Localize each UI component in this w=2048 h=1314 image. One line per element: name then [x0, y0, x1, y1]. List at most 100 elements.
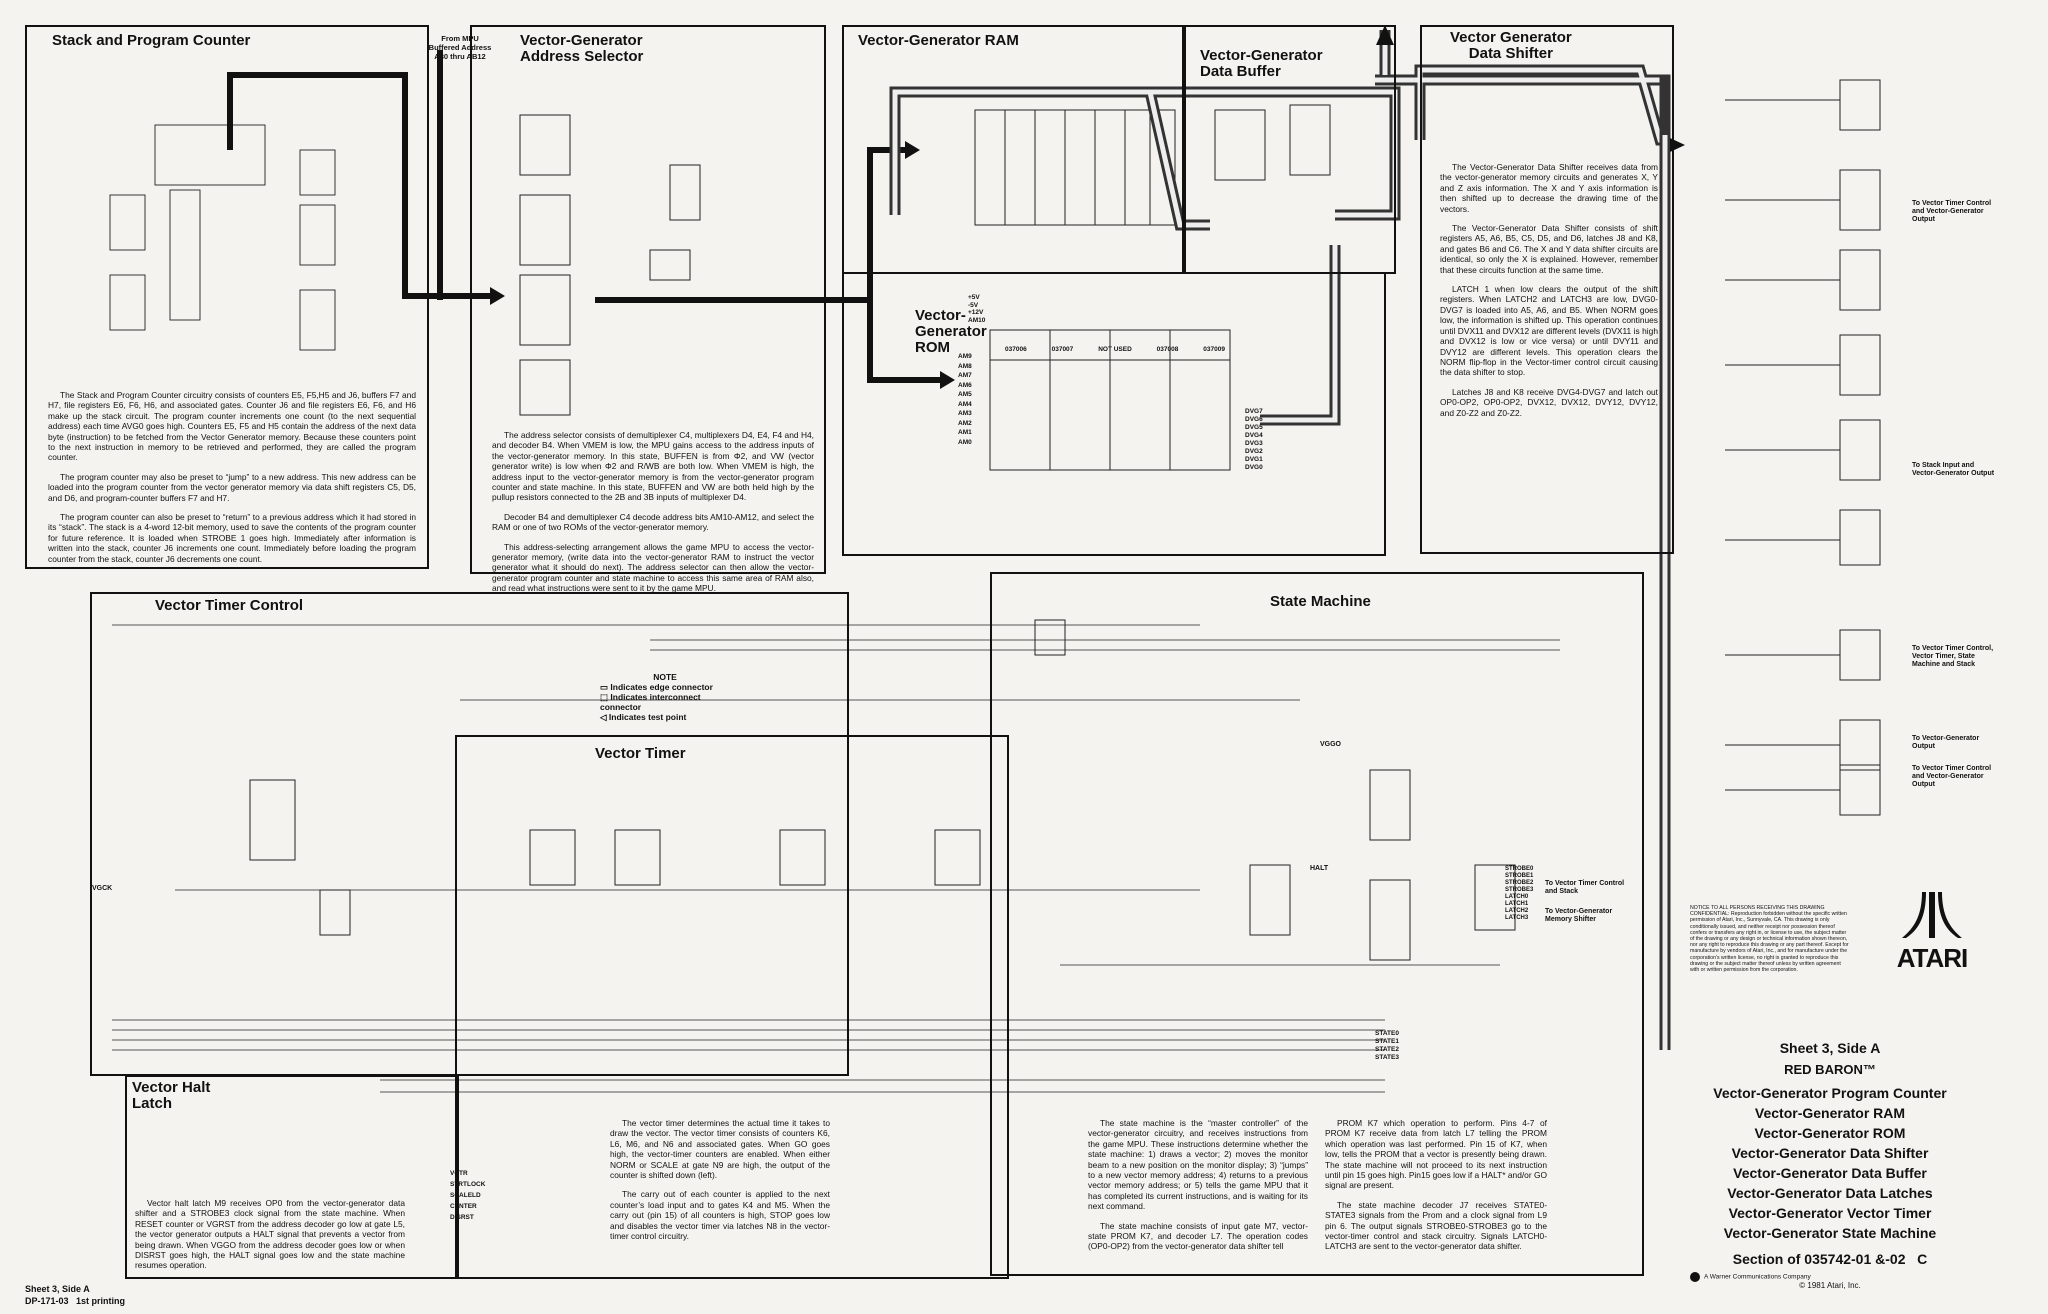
- halt-panel: [125, 1075, 459, 1279]
- rom-supply-label: +5V: [968, 294, 980, 301]
- shifter-title: Vector Generator Data Shifter: [1450, 29, 1572, 62]
- state-output-label: STATE3: [1375, 1054, 1399, 1061]
- dvg-label: DVG2: [1245, 448, 1263, 455]
- footer-sheet: Sheet 3, Side A: [25, 1284, 90, 1294]
- latch-output-label: LATCH3: [1505, 915, 1529, 921]
- halt-output-label: DISRST: [450, 1214, 474, 1221]
- halt-description: Vector halt latch M9 receives OP0 from t…: [135, 1198, 405, 1280]
- halt-output-label: STRTLOCK: [450, 1181, 486, 1188]
- dvg-label: DVG3: [1245, 440, 1263, 447]
- output-label: To Vector Timer Control, Vector Timer, S…: [1912, 645, 1994, 668]
- state-output-label: STATE2: [1375, 1046, 1399, 1053]
- confidential-notice: NOTICE TO ALL PERSONS RECEIVING THIS DRA…: [1690, 905, 1849, 974]
- am-label: AM7: [958, 372, 972, 379]
- legend-item: ◁ Indicates test point: [600, 712, 687, 722]
- pc-to-address-bus: [227, 72, 490, 299]
- state-paragraph: The state machine consists of input gate…: [1088, 1220, 1308, 1252]
- state-machine-description-left: The state machine is the “master control…: [1088, 1118, 1308, 1261]
- am-label: AM9: [958, 353, 972, 360]
- am-label: AM2: [958, 419, 972, 427]
- output-label: To Vector Timer Control and Vector-Gener…: [1912, 765, 1992, 788]
- rom-schematic: [989, 329, 1231, 471]
- halt-label: HALT: [1310, 865, 1329, 872]
- shifter-paragraph: The Vector-Generator Data Shifter receiv…: [1440, 162, 1658, 214]
- interconnect-icon: ⬚: [600, 692, 611, 702]
- legend-title: NOTE: [653, 672, 677, 682]
- state-schematic: [1034, 619, 1516, 961]
- output-label: To Vector-Generator Memory Shifter: [1545, 908, 1613, 923]
- address-paragraph: Decoder B4 and demultiplexer C4 decode a…: [492, 511, 814, 533]
- ram-schematic: [974, 109, 1176, 226]
- halt-paragraph: Vector halt latch M9 receives OP0 from t…: [135, 1198, 405, 1271]
- output-label: To Vector Timer Control and Stack: [1545, 880, 1625, 895]
- am-label: AM4: [958, 400, 972, 408]
- halt-output-label: VCTR: [450, 1170, 468, 1177]
- timer-control-panel: [90, 592, 849, 1076]
- latch-output-label: STROBE0: [1505, 866, 1534, 872]
- dvg-label: DVG1: [1245, 456, 1263, 463]
- output-label: To Vector-Generator Output: [1912, 735, 1980, 750]
- vector-timer-panel: [455, 735, 1009, 1279]
- halt-output-labels: VCTR STRTLOCK SCALELD CENTER DISRST: [450, 1168, 485, 1223]
- buffer-panel: [1182, 25, 1396, 274]
- address-description: The address selector consists of demulti…: [492, 430, 814, 603]
- state-paragraph: The state machine is the “master control…: [1088, 1118, 1308, 1212]
- legend-item: ⬚ Indicates interconnect connector: [600, 692, 701, 712]
- am-label: AM6: [958, 381, 972, 389]
- legend-box: NOTE ▭ Indicates edge connector ⬚ Indica…: [600, 672, 730, 722]
- title-line: Vector-Generator State Machine: [1723, 1225, 1937, 1241]
- stack-panel: [25, 25, 429, 569]
- rom-part-labels: 037006 037007 NOT USED 037008 037009: [1005, 346, 1225, 353]
- vgck-label: VGCK: [92, 885, 113, 892]
- rom-panel: [842, 272, 1386, 556]
- warner-credit: A Warner Communications Company: [1690, 1272, 1811, 1283]
- latch-output-label: LATCH0: [1505, 894, 1529, 900]
- am-label: AM1: [958, 429, 972, 436]
- timer-paragraph: The vector timer determines the actual t…: [610, 1118, 830, 1181]
- ram-panel: [842, 25, 1186, 274]
- rom-supply-labels: +5V -5V +12V AM10: [968, 294, 985, 324]
- am-labels: AM9 AM8 AM7 AM6 AM5 AM4 AM3 AM2 AM1 AM0: [958, 352, 972, 447]
- address-to-ram-bus: [595, 147, 905, 303]
- shifter-paragraph: The Vector-Generator Data Shifter consis…: [1440, 223, 1658, 275]
- latch-output-label: STROBE3: [1505, 887, 1534, 893]
- section-label: Section of 035742-01 &-02 C: [1732, 1251, 1928, 1267]
- title-line: Vector-Generator Data Shifter: [1731, 1145, 1929, 1161]
- dvg-label: DVG7: [1245, 408, 1263, 415]
- stack-paragraph: The Stack and Program Counter circuitry …: [48, 390, 416, 463]
- edge-connector-icon: ▭: [600, 682, 611, 692]
- atari-fuji-icon: [1902, 892, 1962, 938]
- dvg-label: DVG4: [1245, 432, 1263, 439]
- rom-supply-label: AM10: [968, 316, 986, 324]
- buffer-title: Vector-Generator Data Buffer: [1200, 47, 1323, 80]
- legend-item: ▭ Indicates edge connector: [600, 682, 713, 692]
- halt-output-label: CENTER: [450, 1203, 477, 1210]
- state-machine-panel: [990, 572, 1644, 1276]
- rom-part: 037006: [1005, 346, 1027, 353]
- state-paragraph: The state machine decoder J7 receives ST…: [1325, 1199, 1547, 1252]
- stack-schematic: [109, 124, 336, 351]
- dvg-label: DVG0: [1245, 464, 1263, 471]
- rom-part: NOT USED: [1098, 346, 1132, 353]
- warner-logo-icon: [1690, 1272, 1700, 1282]
- title-line: Vector-Generator Program Counter: [1713, 1085, 1947, 1101]
- address-title: Vector-Generator Address Selector: [520, 32, 644, 65]
- sheet-label: Sheet 3, Side A: [1779, 1040, 1881, 1056]
- output-label: To Vector Timer Control and Vector-Gener…: [1912, 200, 1992, 223]
- state-output-label: STATE0: [1375, 1030, 1399, 1037]
- latch-output-label: LATCH1: [1505, 901, 1529, 907]
- address-to-rom-bus: [867, 300, 940, 383]
- shifter-schematic: [1725, 79, 1881, 816]
- latch-output-label: LATCH2: [1505, 908, 1529, 914]
- am-label: AM5: [958, 391, 972, 398]
- state-paragraph: PROM K7 which operation to perform. Pins…: [1325, 1118, 1547, 1191]
- timer-control-title: Vector Timer Control: [155, 597, 304, 614]
- halt-output-label: SCALELD: [450, 1192, 481, 1199]
- rom-supply-label: +12V: [968, 309, 984, 316]
- vector-timer-title: Vector Timer: [595, 745, 686, 762]
- dvg-label: DVG5: [1245, 424, 1263, 431]
- game-title: RED BARON™: [1784, 1062, 1876, 1077]
- title-line: Vector-Generator Data Buffer: [1733, 1165, 1927, 1181]
- title-line: Vector-Generator ROM: [1754, 1125, 1906, 1141]
